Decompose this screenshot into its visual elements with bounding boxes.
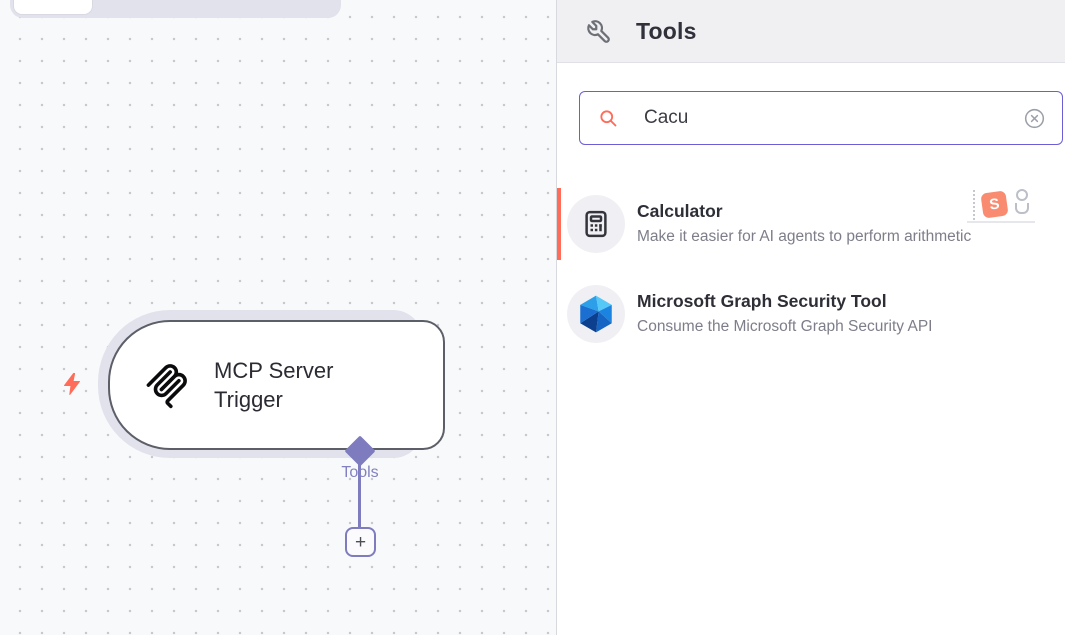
partial-node[interactable] [13,0,93,15]
hint-port-hook [1015,203,1029,214]
calculator-icon [585,210,607,238]
panel-header: Tools [557,0,1065,63]
mcp-logo-icon [146,364,187,409]
tools-panel: Tools [556,0,1065,635]
hint-connection-line [967,221,1035,223]
drag-to-canvas-hint: S [967,188,1035,228]
microsoft-graph-icon-circle [567,285,625,343]
result-title: Calculator [637,201,723,221]
search-icon [600,110,617,127]
connector-line [358,456,361,530]
tools-output-label: Tools [341,464,379,481]
lightning-bolt-icon [64,373,80,395]
hint-port-circle [1016,189,1028,201]
search-input[interactable] [642,106,1023,130]
hint-node-icon: S [980,190,1009,219]
tool-search-box[interactable] [579,91,1063,145]
clear-search-icon[interactable] [1023,107,1046,130]
hint-dotted-trail [973,190,975,220]
wrench-icon [587,19,610,43]
add-tool-button[interactable]: + [345,527,376,557]
workflow-canvas[interactable]: MCP Server Trigger Tools + [0,0,556,635]
search-results: Calculator Make it easier for AI agents … [557,186,1065,352]
result-description: Consume the Microsoft Graph Security API [637,318,933,335]
node-mcp-server-trigger[interactable]: MCP Server Trigger [108,320,445,450]
calculator-icon-circle [567,195,625,253]
result-description: Make it easier for AI agents to perform … [637,228,972,245]
node-title: MCP Server Trigger [214,358,334,412]
result-title: Microsoft Graph Security Tool [637,291,887,311]
result-row-microsoft-graph-security[interactable]: Microsoft Graph Security Tool Consume th… [557,276,1065,352]
panel-title: Tools [636,17,697,44]
microsoft-graph-security-icon [580,295,612,333]
result-row-calculator[interactable]: Calculator Make it easier for AI agents … [557,186,1065,262]
